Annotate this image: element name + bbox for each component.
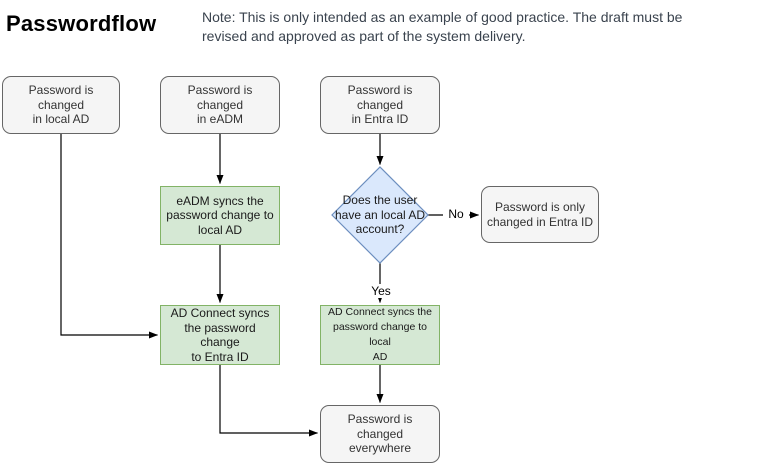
edge-local-ad-to-adc-entra (60, 134, 158, 339)
page-title: Passwordflow (6, 11, 157, 36)
node-password-changed-everywhere: Password is changed everywhere (320, 405, 440, 463)
node-ad-connect-syncs-to-local-ad: AD Connect syncs the password change to … (320, 305, 440, 365)
edge-label-yes: Yes (366, 284, 396, 298)
node-password-only-changed-entra-id: Password is only changed in Entra ID (481, 186, 599, 243)
node-ad-connect-syncs-to-entra-id: AD Connect syncs the password change to … (160, 305, 280, 365)
edge-label-no: No (443, 207, 469, 221)
decision-diamond-shape (331, 166, 429, 264)
node-decision-has-local-ad-account: Does the user have an local AD account? (334, 193, 426, 237)
note-text: Note: This is only intended as an exampl… (202, 9, 683, 44)
node-password-changed-eadm: Password is changed in eADM (160, 76, 280, 134)
node-eadm-syncs-to-local-ad: eADM syncs the password change to local … (160, 186, 280, 245)
node-password-changed-local-ad: Password is changed in local AD (2, 76, 120, 134)
edge-adc-entra-to-everywhere (219, 365, 318, 437)
node-password-changed-entra-id: Password is changed in Entra ID (320, 76, 440, 134)
